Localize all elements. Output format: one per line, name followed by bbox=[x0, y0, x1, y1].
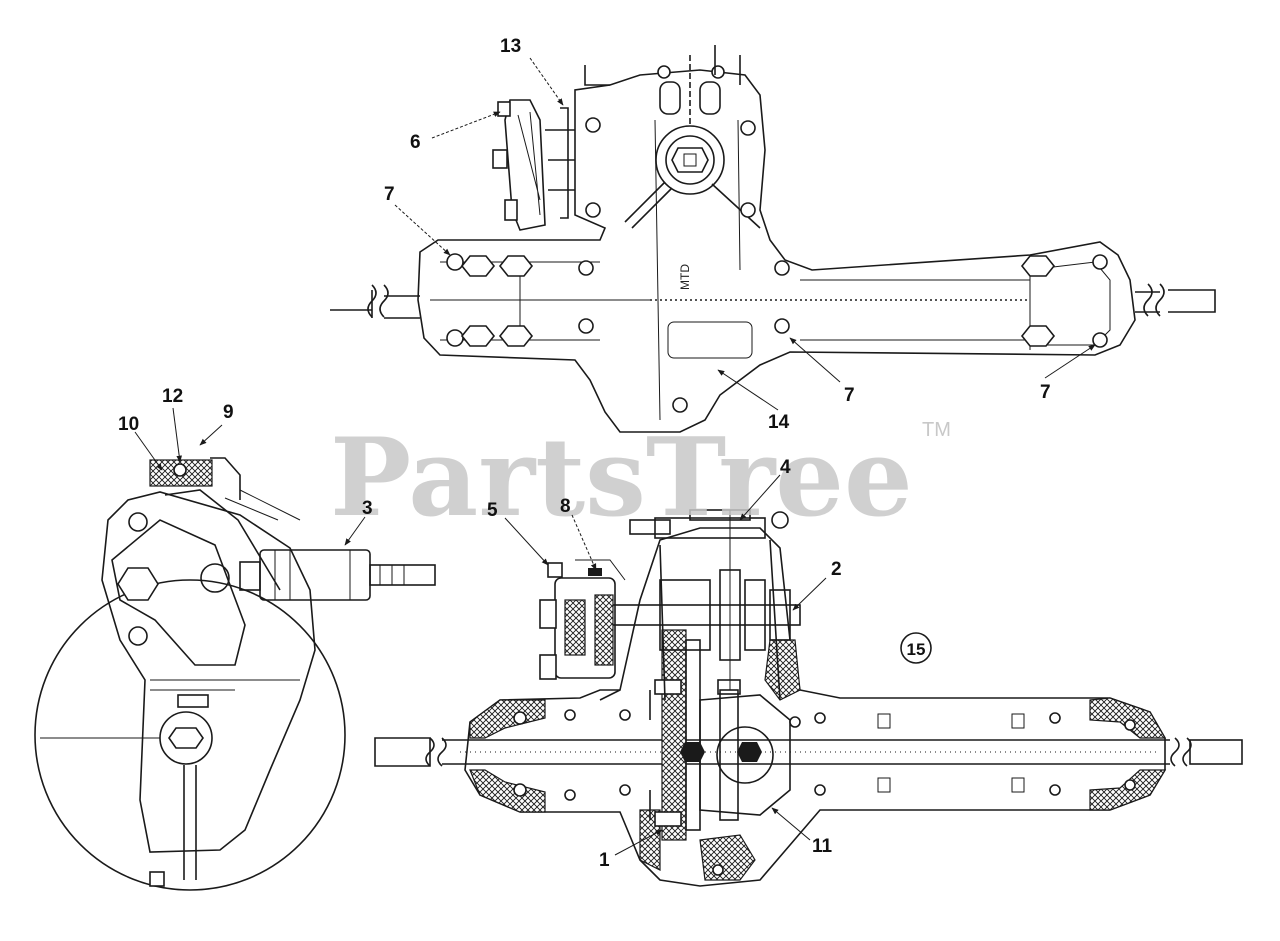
leader-lines bbox=[134, 57, 1096, 856]
section-housing-outline bbox=[464, 527, 1166, 887]
callout-8: 8 bbox=[560, 496, 571, 517]
watermark-trademark: TM bbox=[922, 419, 951, 441]
callout-15-badge: 15 bbox=[900, 632, 932, 664]
mtd-stamp: MTD bbox=[678, 264, 692, 290]
watermark-brand: PartsTree bbox=[330, 415, 913, 541]
callout-7: 7 bbox=[1040, 382, 1051, 403]
callout-15: 15 bbox=[907, 640, 926, 659]
top-bolts bbox=[446, 65, 1108, 413]
callout-13: 13 bbox=[500, 36, 521, 57]
callout-9: 9 bbox=[223, 402, 234, 423]
callout-7: 7 bbox=[844, 385, 855, 406]
side-view-assembly bbox=[34, 457, 436, 891]
top-hub bbox=[624, 55, 761, 229]
section-view bbox=[374, 509, 1243, 887]
callout-3: 3 bbox=[362, 498, 373, 519]
callout-2: 2 bbox=[831, 559, 842, 580]
side-top-detent bbox=[149, 457, 241, 500]
section-axle bbox=[374, 737, 1243, 767]
callout-10: 10 bbox=[118, 414, 139, 435]
top-right-axle bbox=[1135, 283, 1216, 317]
callout-11: 11 bbox=[812, 836, 833, 857]
callout-7: 7 bbox=[384, 184, 395, 205]
callout-4: 4 bbox=[780, 457, 791, 478]
section-brake bbox=[539, 559, 626, 701]
watermark: PartsTree TM bbox=[330, 415, 951, 541]
top-shift-bracket bbox=[492, 45, 741, 231]
pulley-circle bbox=[34, 579, 346, 891]
callout-6: 6 bbox=[410, 132, 421, 153]
callout-14: 14 bbox=[768, 412, 790, 433]
callout-12: 12 bbox=[162, 386, 183, 407]
top-left-axle bbox=[330, 284, 420, 319]
section-differential bbox=[649, 629, 791, 841]
housing-outline bbox=[417, 69, 1136, 433]
callouts: 13 6 7 7 7 14 12 10 9 3 5 8 4 2 15 1 11 bbox=[118, 36, 1051, 871]
side-spline-shaft bbox=[239, 549, 436, 601]
section-bolts bbox=[513, 709, 1136, 876]
callout-1: 1 bbox=[599, 850, 610, 871]
callout-5: 5 bbox=[487, 500, 498, 521]
top-view-housing: MTD bbox=[330, 45, 1216, 433]
